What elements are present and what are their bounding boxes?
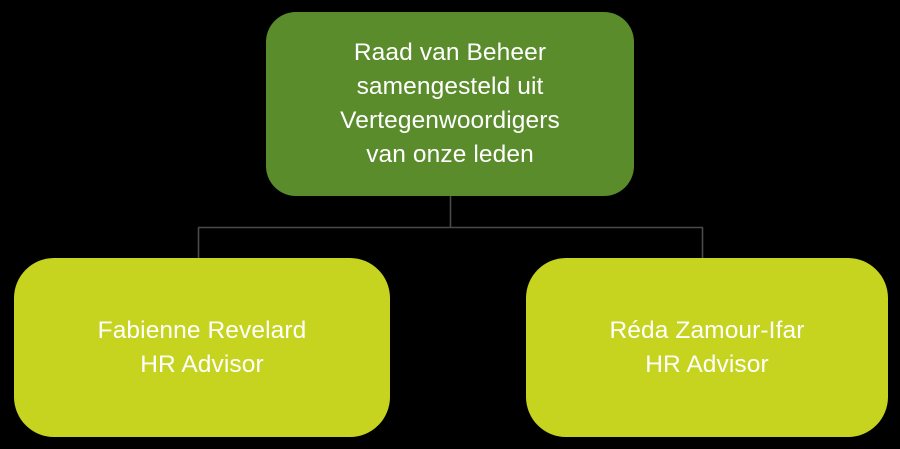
org-node-root[interactable]: Raad van Beheer samengesteld uit Vertege…: [266, 12, 634, 196]
org-node-child-label: Réda Zamour-Ifar HR Advisor: [609, 316, 805, 378]
org-node-child-reda-zamour-ifar[interactable]: Réda Zamour-Ifar HR Advisor: [526, 258, 888, 437]
org-node-child-fabienne-revelard[interactable]: Fabienne Revelard HR Advisor: [14, 258, 390, 437]
org-node-child-label: Fabienne Revelard HR Advisor: [97, 316, 307, 378]
org-node-root-label: Raad van Beheer samengesteld uit Vertege…: [340, 39, 560, 168]
